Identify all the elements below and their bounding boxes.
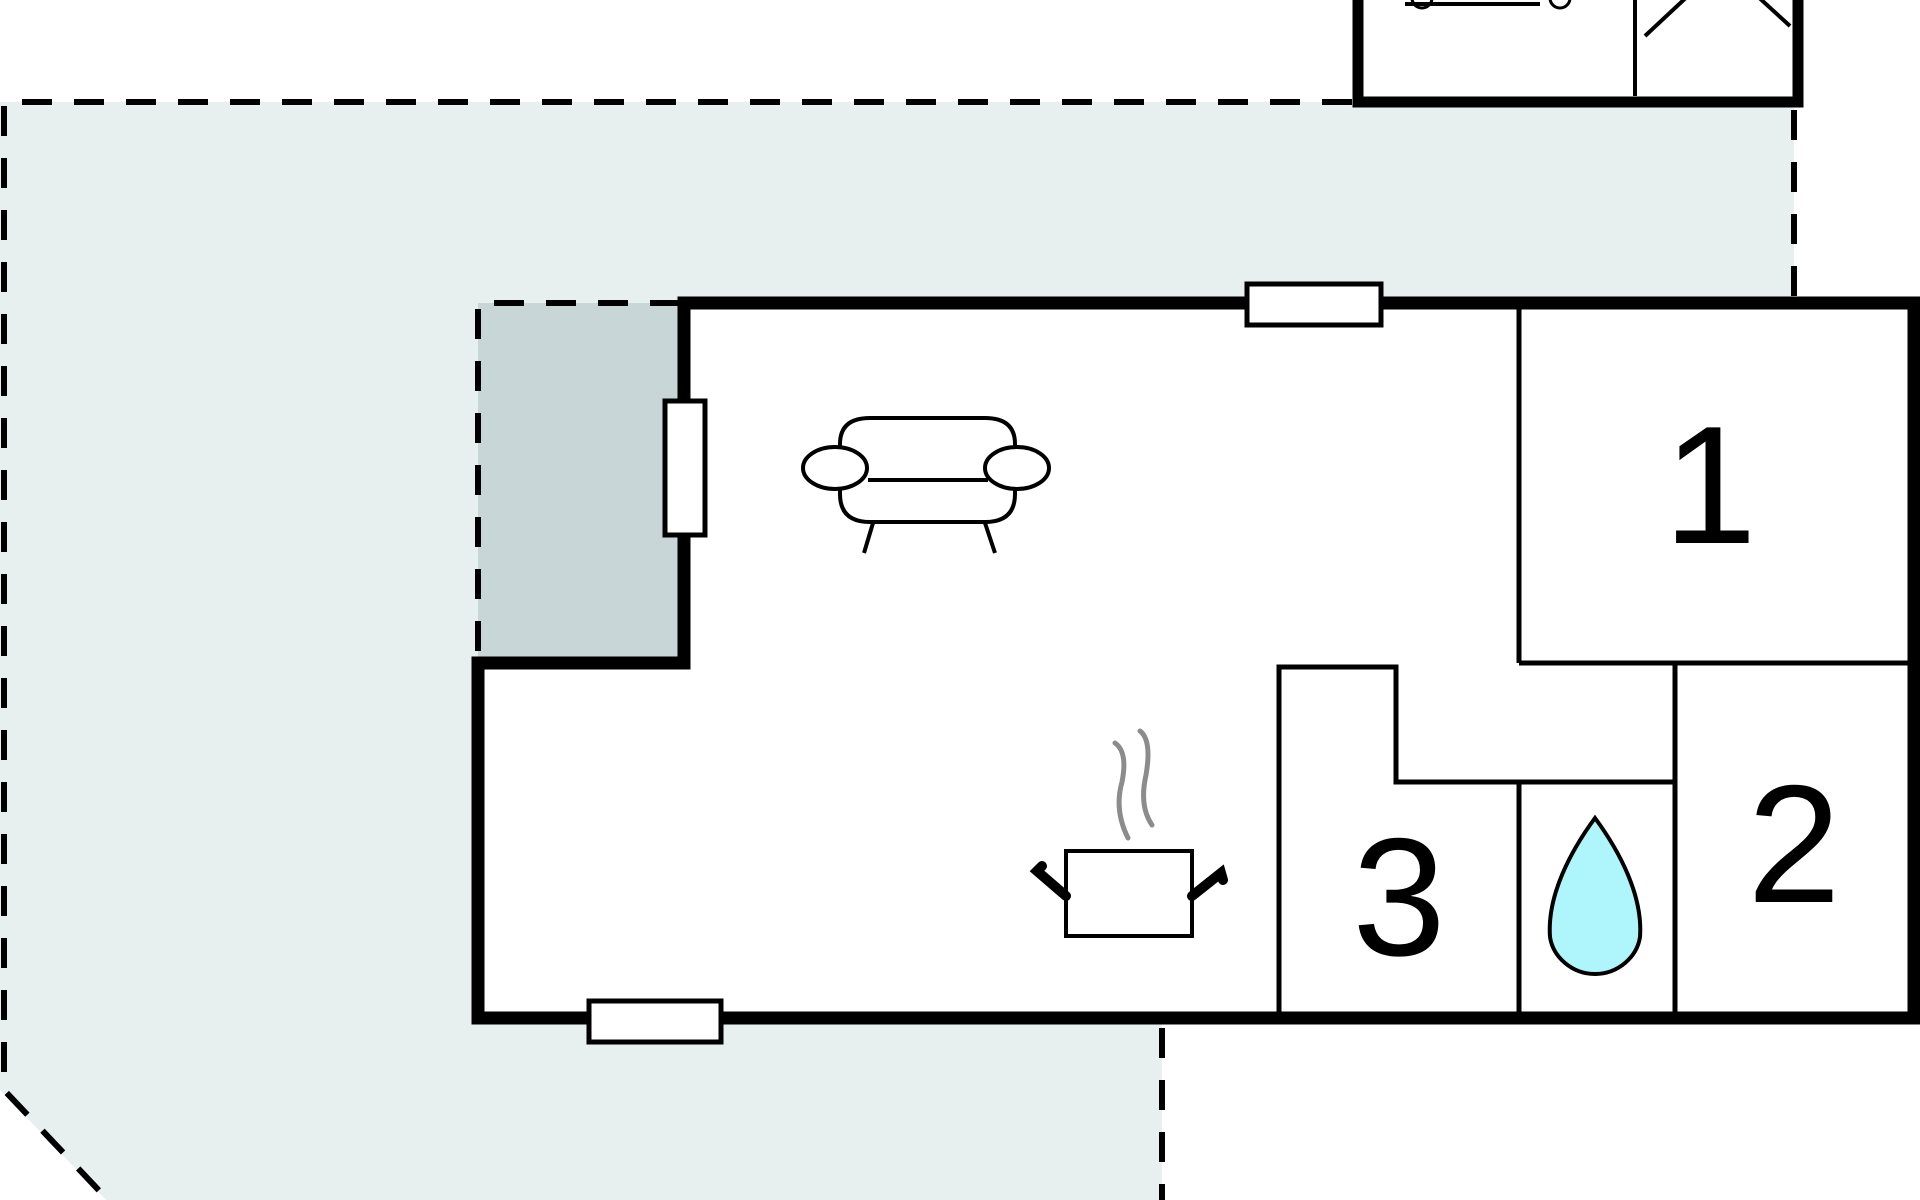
sofa-icon bbox=[801, 416, 1051, 554]
outdoor-area bbox=[0, 102, 1794, 1200]
cooking-pot-icon bbox=[1029, 728, 1228, 938]
water-drop-icon bbox=[1547, 814, 1643, 977]
window-west bbox=[662, 398, 708, 538]
exterior-walls bbox=[471, 296, 1920, 1025]
terrace-boundary bbox=[475, 300, 680, 662]
room-label-1: 1 bbox=[1663, 391, 1756, 579]
room-label-3: 3 bbox=[1352, 803, 1445, 991]
interior-walls bbox=[1276, 303, 1914, 1018]
neighbor-structure bbox=[1352, 0, 1804, 108]
window-north bbox=[1244, 281, 1384, 328]
covered-terrace bbox=[478, 303, 684, 663]
property-boundary bbox=[1, 99, 1352, 1200]
room-label-2: 2 bbox=[1747, 750, 1840, 938]
window-south bbox=[586, 998, 724, 1045]
